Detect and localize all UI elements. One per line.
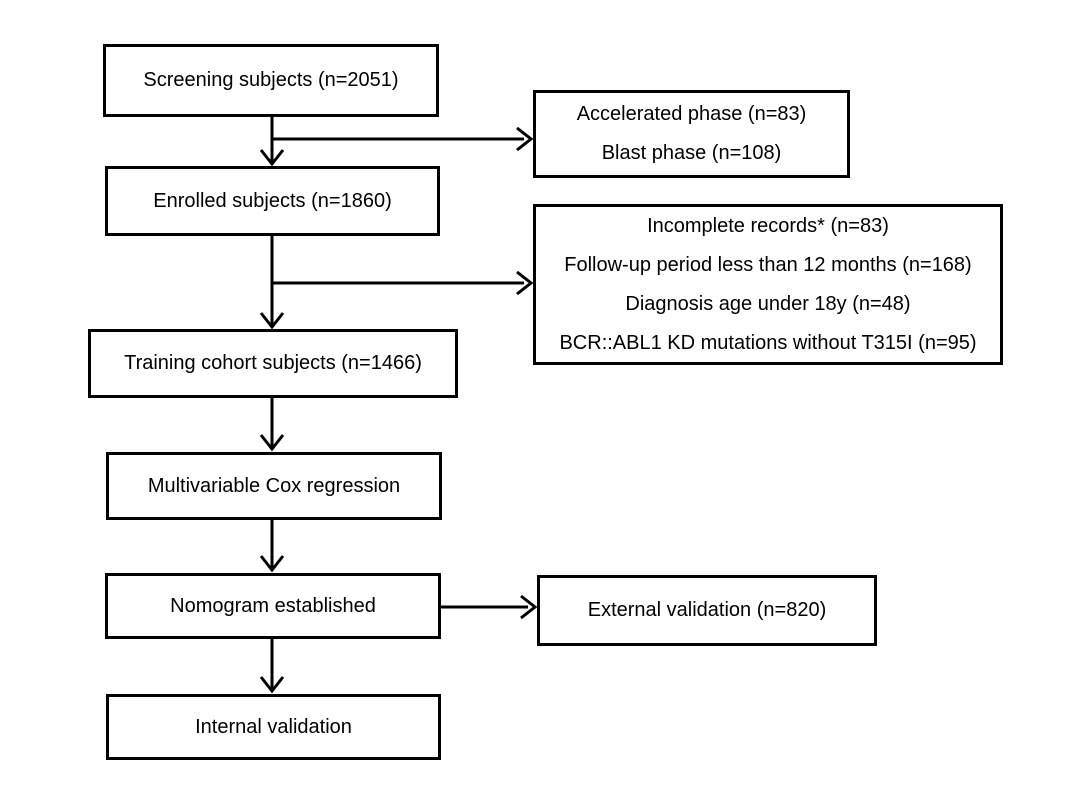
box-label: Screening subjects (n=2051) bbox=[143, 69, 399, 91]
exclusion-line: Blast phase (n=108) bbox=[601, 142, 782, 164]
box-screening-subjects: Screening subjects (n=2051) bbox=[103, 44, 439, 117]
arrow-nomogram-to-external bbox=[441, 594, 538, 620]
box-external-validation: External validation (n=820) bbox=[537, 575, 877, 646]
box-label: Enrolled subjects (n=1860) bbox=[153, 189, 392, 212]
box-nomogram-established: Nomogram established bbox=[105, 573, 441, 639]
arrow-to-cohort-exclusions bbox=[270, 270, 534, 296]
box-cox-regression: Multivariable Cox regression bbox=[106, 452, 442, 520]
box-label: Nomogram established bbox=[170, 594, 376, 617]
box-training-cohort: Training cohort subjects (n=1466) bbox=[88, 329, 458, 398]
arrow-cox-to-nomogram bbox=[259, 520, 285, 573]
exclusion-line: Follow-up period less than 12 months (n=… bbox=[564, 253, 972, 276]
box-label: External validation (n=820) bbox=[587, 599, 827, 621]
box-cohort-exclusions: Incomplete records* (n=83) Follow-up per… bbox=[533, 204, 1003, 365]
exclusion-line: Diagnosis age under 18y (n=48) bbox=[625, 292, 911, 315]
box-enrolled-subjects: Enrolled subjects (n=1860) bbox=[105, 166, 440, 236]
box-label: Training cohort subjects (n=1466) bbox=[124, 352, 422, 374]
arrow-nomogram-to-internal bbox=[259, 639, 285, 694]
arrow-to-phase-exclusions bbox=[270, 126, 534, 152]
box-phase-exclusions: Accelerated phase (n=83) Blast phase (n=… bbox=[533, 90, 850, 178]
exclusion-line: BCR::ABL1 KD mutations without T315I (n=… bbox=[559, 331, 977, 354]
box-label: Internal validation bbox=[195, 715, 352, 738]
arrow-enrolled-to-training bbox=[259, 236, 285, 330]
box-label: Multivariable Cox regression bbox=[147, 474, 401, 497]
arrow-training-to-cox bbox=[259, 398, 285, 452]
box-internal-validation: Internal validation bbox=[106, 694, 441, 760]
exclusion-line: Incomplete records* (n=83) bbox=[647, 214, 889, 237]
exclusion-line: Accelerated phase (n=83) bbox=[576, 103, 807, 125]
